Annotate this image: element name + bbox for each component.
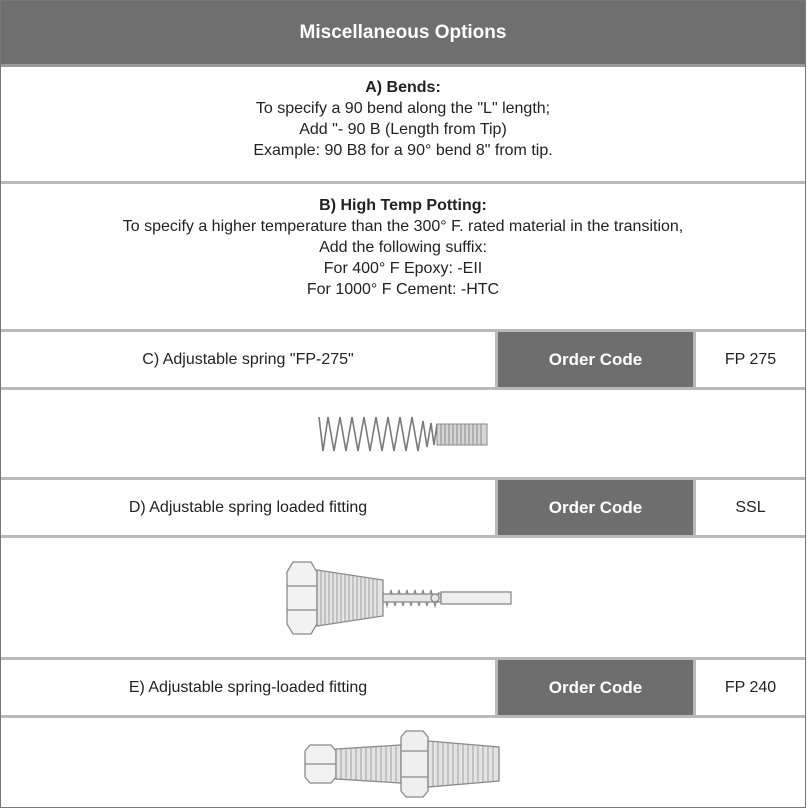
option-description: D) Adjustable spring loaded fitting: [1, 480, 498, 535]
potting-line-2: Add the following suffix:: [319, 239, 487, 256]
order-code-value: FP 275: [724, 350, 777, 368]
bends-heading: A) Bends:: [365, 79, 441, 96]
option-image-c: [1, 390, 805, 480]
order-code-label: Order Code: [498, 660, 696, 715]
potting-line-4: For 1000° F Cement: -HTC: [306, 281, 500, 298]
bends-section: A) Bends: To specify a 90 bend along the…: [1, 67, 805, 184]
spring-loaded-fitting-icon: [286, 560, 512, 635]
potting-section: B) High Temp Potting: To specify a highe…: [1, 184, 805, 332]
option-row-c: C) Adjustable spring "FP-275" Order Code…: [1, 332, 805, 390]
option-description: C) Adjustable spring "FP-275": [1, 332, 498, 387]
option-row-e: E) Adjustable spring-loaded fitting Orde…: [1, 660, 805, 718]
option-description: E) Adjustable spring-loaded fitting: [1, 660, 498, 715]
table-title-text: Miscellaneous Options: [299, 21, 507, 43]
order-code-label: Order Code: [498, 332, 696, 387]
hex-fitting-icon: [304, 729, 500, 798]
potting-line-1: To specify a higher temperature than the…: [122, 218, 684, 235]
table-title: Miscellaneous Options: [1, 1, 805, 67]
bends-line-1: To specify a 90 bend along the "L" lengt…: [255, 100, 551, 117]
order-code-value: SSL: [735, 498, 766, 516]
bends-line-3: Example: 90 B8 for a 90° bend 8" from ti…: [253, 142, 553, 159]
option-image-e: [1, 718, 805, 809]
option-image-d: [1, 538, 805, 660]
bends-line-2: Add "- 90 B (Length from Tip): [299, 121, 507, 138]
order-code-value: FP 240: [724, 678, 777, 696]
option-row-d: D) Adjustable spring loaded fitting Orde…: [1, 480, 805, 538]
potting-heading: B) High Temp Potting:: [319, 197, 487, 214]
potting-line-3: For 400° F Epoxy: -EII: [323, 260, 483, 277]
spring-icon: [318, 416, 488, 451]
order-code-label: Order Code: [498, 480, 696, 535]
